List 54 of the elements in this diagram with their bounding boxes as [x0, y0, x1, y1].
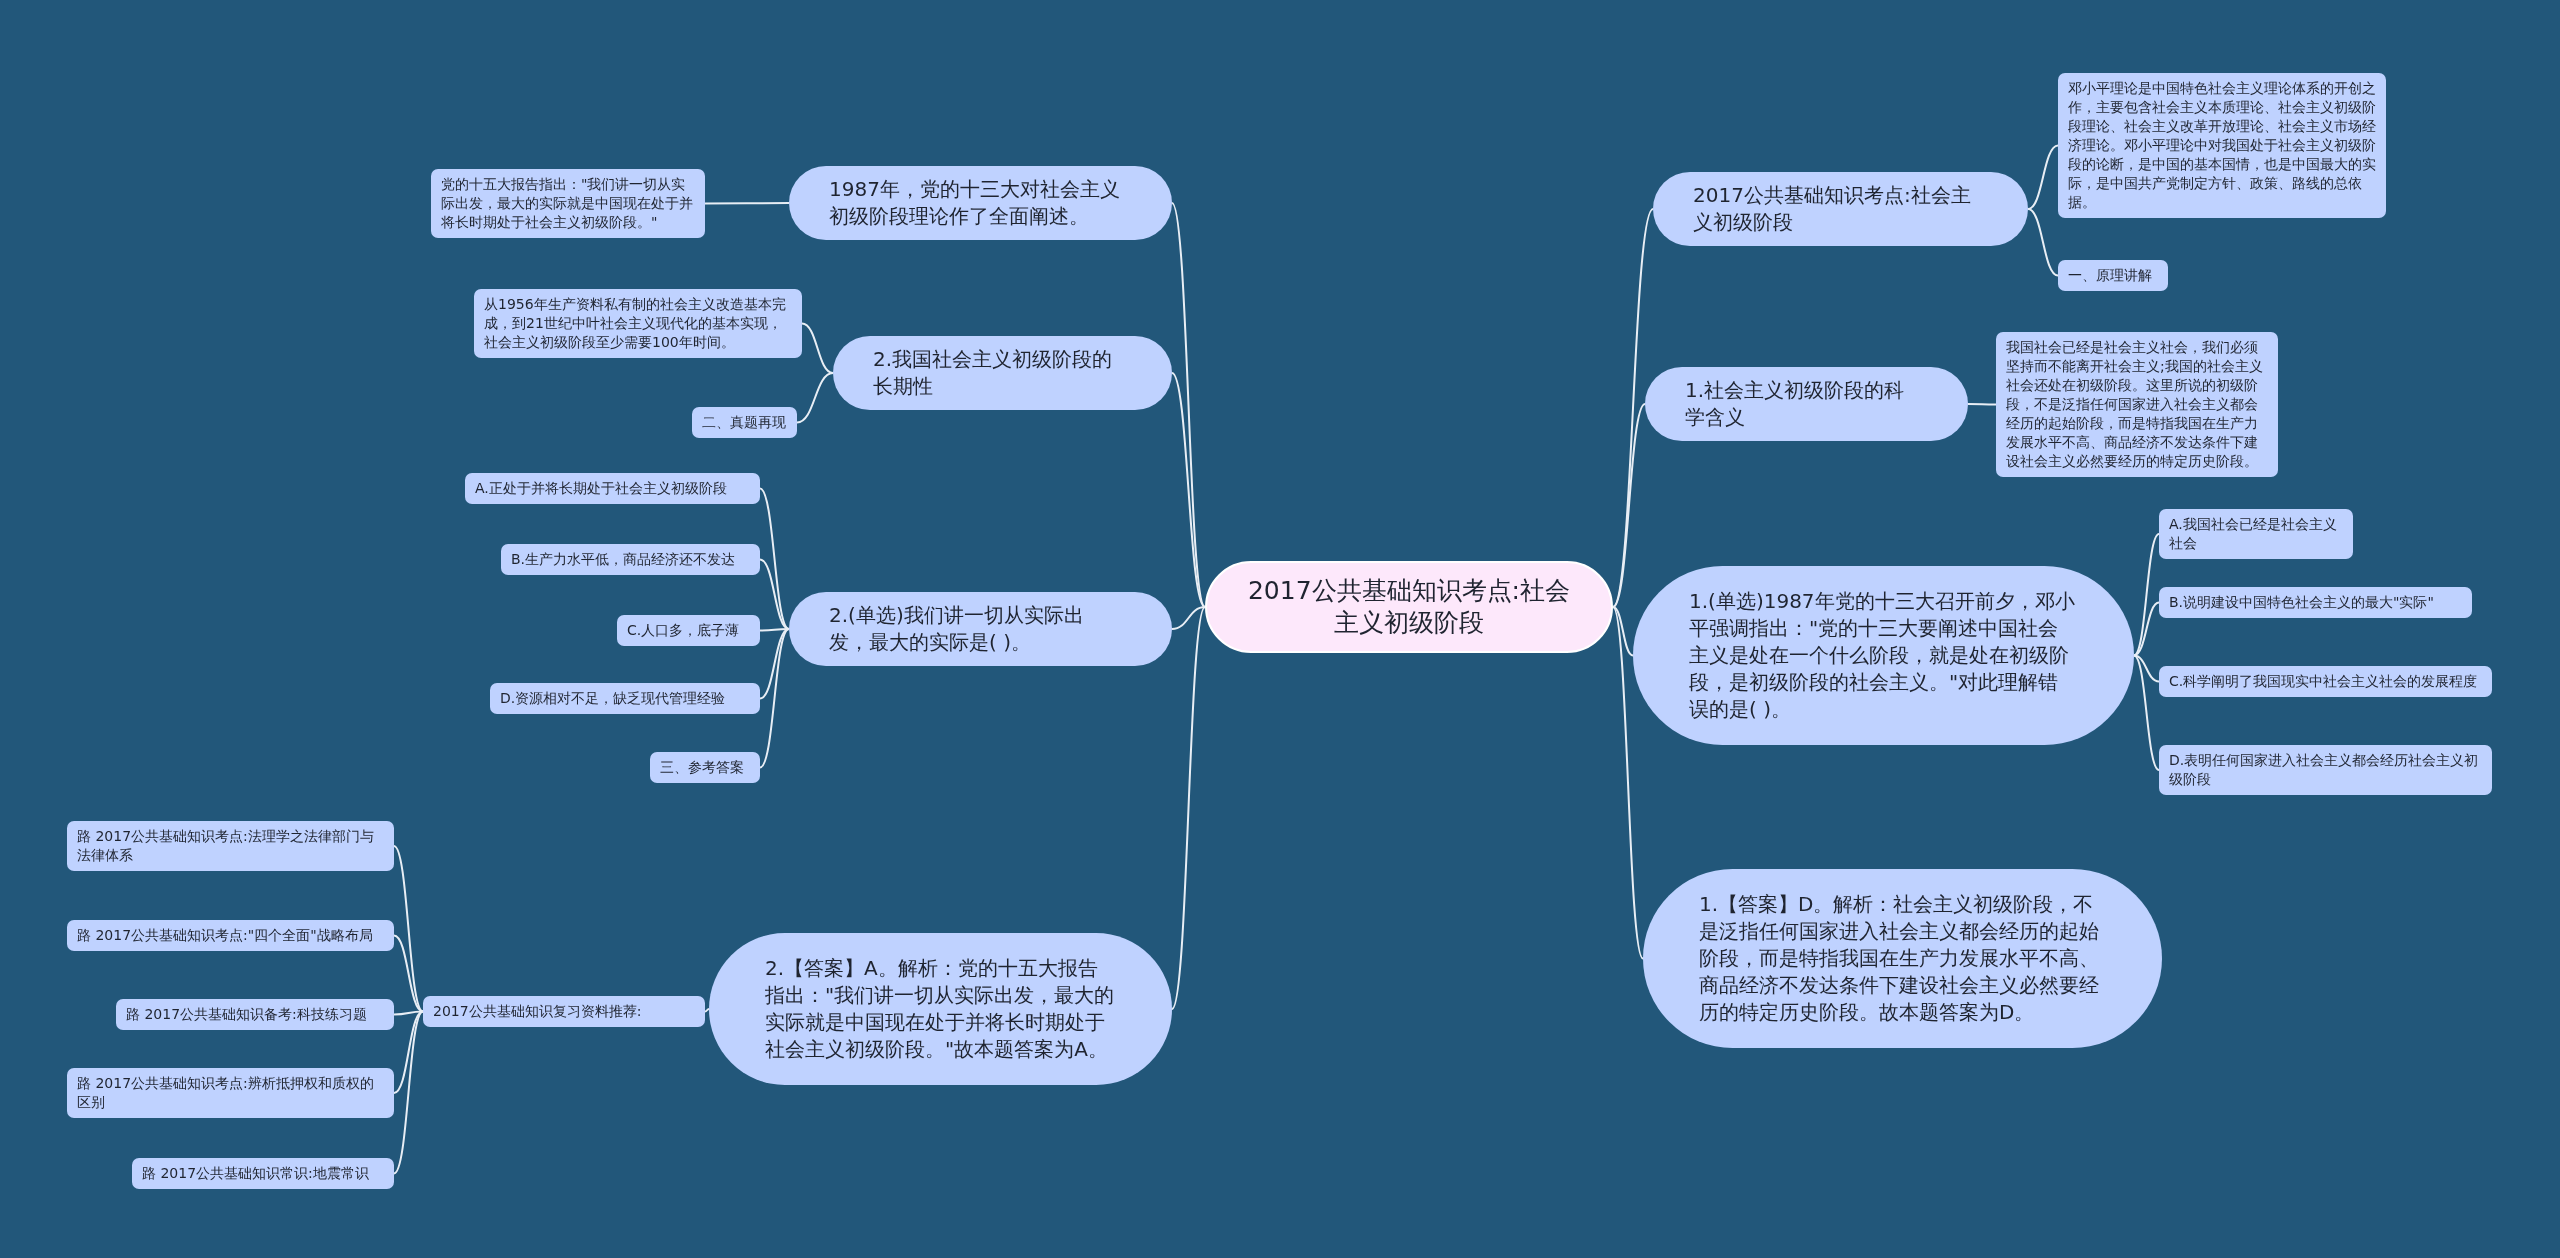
note-box: 三、参考答案 [650, 752, 760, 783]
topic-bubble: 2.【答案】A。解析：党的十五大报告指出："我们讲一切从实际出发，最大的实际就是中国现在处于并将长时期处于社会主义初级阶段。"故本题答案为A。 [709, 933, 1172, 1085]
note-box: D.表明任何国家进入社会主义都会经历社会主义初级阶段 [2159, 745, 2492, 795]
note-box: 路 2017公共基础知识考点:"四个全面"战略布局 [67, 920, 394, 951]
note-box: 党的十五大报告指出："我们讲一切从实际出发，最大的实际就是中国现在处于并将长时期处于社会主义初级阶段。" [431, 169, 705, 238]
note-box: D.资源相对不足，缺乏现代管理经验 [490, 683, 760, 714]
connector-line [704, 202, 790, 205]
note-box: B.生产力水平低，商品经济还不发达 [501, 544, 760, 575]
connector-line [1171, 606, 1206, 1010]
note-box: 一、原理讲解 [2058, 260, 2168, 291]
note-box: 从1956年生产资料私有制的社会主义改造基本完成，到21世纪中叶社会主义现代化的基本实现，社会主义初级阶段至少需要100年时间。 [474, 289, 802, 358]
connector-line [759, 487, 790, 630]
connector-line [393, 1010, 424, 1094]
connector-line [393, 934, 424, 1013]
note-box: 路 2017公共基础知识考点:辨析抵押权和质权的区别 [67, 1068, 394, 1118]
connector-line [759, 558, 790, 630]
topic-bubble: 1987年，党的十三大对社会主义初级阶段理论作了全面阐述。 [789, 166, 1172, 240]
connector-line [1612, 606, 1644, 960]
note-box: A.正处于并将长期处于社会主义初级阶段 [465, 473, 760, 504]
topic-bubble: 1.社会主义初级阶段的科学含义 [1645, 367, 1968, 441]
connector-line [1171, 372, 1206, 608]
note-box: C.人口多，底子薄 [617, 615, 760, 646]
connector-line [704, 1008, 710, 1013]
connector-line [393, 1010, 424, 1175]
central-topic-bubble: 2017公共基础知识考点:社会主义初级阶段 [1205, 561, 1613, 653]
topic-bubble: 1.【答案】D。解析：社会主义初级阶段，不是泛指任何国家进入社会主义都会经历的起始阶段，而是特指我国在生产力发展水平不高、商品经济不发达条件下建设社会主义必然要经历的特定历史阶段。故本题答案为D。 [1643, 869, 2162, 1048]
note-box: 路 2017公共基础知识常识:地震常识 [132, 1158, 394, 1189]
connector-line [1612, 606, 1634, 657]
connector-line [2133, 601, 2160, 657]
connector-line [393, 845, 424, 1013]
connector-line [2027, 208, 2059, 277]
note-box: B.说明建设中国特色社会主义的最大"实际" [2159, 587, 2472, 618]
connector-line [796, 372, 834, 424]
connector-line [2133, 654, 2160, 683]
note-box: 2017公共基础知识复习资料推荐: [423, 996, 705, 1027]
note-box: 二、真题再现 [692, 407, 797, 438]
topic-bubble: 2017公共基础知识考点:社会主义初级阶段 [1653, 172, 2028, 246]
connector-line [1967, 403, 1997, 406]
connector-line [801, 322, 834, 374]
connector-line [759, 628, 790, 769]
note-box: C.科学阐明了我国现实中社会主义社会的发展程度 [2159, 666, 2492, 697]
topic-bubble: 1.(单选)1987年党的十三大召开前夕，邓小平强调指出："党的十三大要阐述中国社会主义是处在一个什么阶段，就是处在初级阶段，是初级阶段的社会主义。"对此理解错误的是( )。 [1633, 566, 2134, 745]
connector-line [1612, 403, 1646, 608]
connector-line [1171, 606, 1206, 630]
note-box: 路 2017公共基础知识备考:科技练习题 [116, 999, 394, 1030]
topic-bubble: 2.(单选)我们讲一切从实际出发，最大的实际是( )。 [789, 592, 1172, 666]
topic-bubble: 2.我国社会主义初级阶段的长期性 [833, 336, 1172, 410]
connector-line [2027, 144, 2059, 210]
note-box: 我国社会已经是社会主义社会，我们必须坚持而不能离开社会主义;我国的社会主义社会还处在初级阶段。这里所说的初级阶段，不是泛指任何国家进入社会主义都会经历的起始阶段，而是特指我国在生产力发展水平不高、商品经济不发达条件下建设社会主义必然要经历的特定历史阶段。 [1996, 332, 2278, 477]
note-box: 路 2017公共基础知识考点:法理学之法律部门与法律体系 [67, 821, 394, 871]
note-box: 邓小平理论是中国特色社会主义理论体系的开创之作，主要包含社会主义本质理论、社会主义初级阶段理论、社会主义改革开放理论、社会主义市场经济理论。邓小平理论中对我国处于社会主义初级阶段的论断，是中国的基本国情，也是中国最大的实际，是中国共产党制定方针、政策、路线的总依据。 [2058, 73, 2386, 218]
connector-line [1171, 202, 1206, 608]
connector-line [2133, 654, 2160, 771]
note-box: A.我国社会已经是社会主义社会 [2159, 509, 2353, 559]
